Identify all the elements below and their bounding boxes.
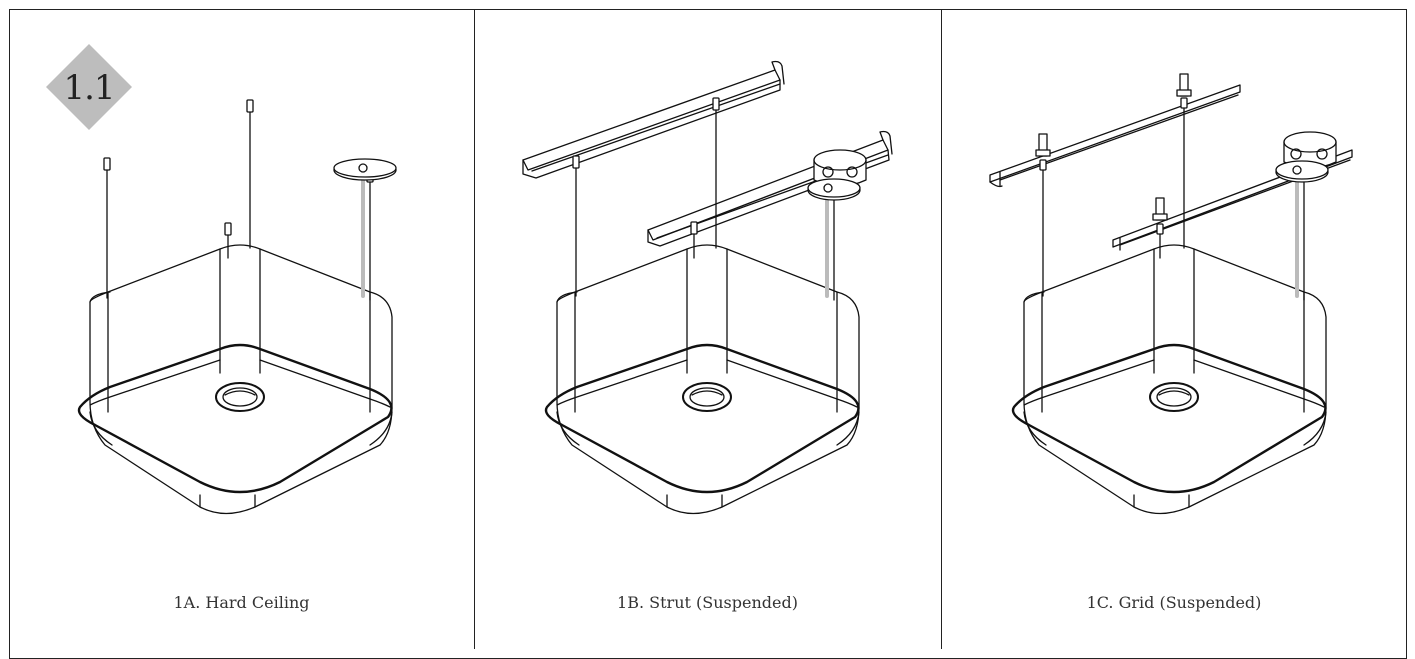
fixture-hard-ceiling	[77, 99, 397, 515]
caption-grid: 1C. Grid (Suspended)	[1086, 593, 1262, 612]
step-badge-diamond	[46, 44, 132, 130]
step-badge-label: 1.1	[63, 68, 115, 108]
caption-strut: 1B. Strut (Suspended)	[617, 593, 798, 612]
fixture-grid	[989, 73, 1353, 515]
panel-divider-1	[474, 9, 475, 649]
caption-hard-ceiling: 1A. Hard Ceiling	[173, 593, 310, 612]
panel-divider-2	[941, 9, 942, 649]
fixture-strut	[522, 60, 893, 515]
